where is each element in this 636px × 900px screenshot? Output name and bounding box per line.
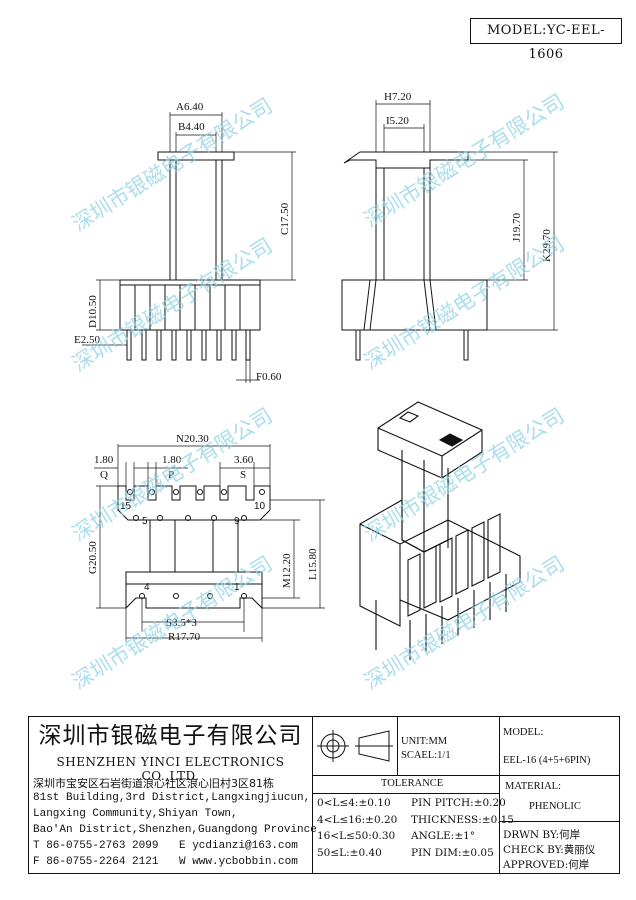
title-block: 深圳市银磁电子有限公司 SHENZHEN YINCI ELECTRONICS C…: [28, 716, 620, 874]
pin-1-label: 1: [234, 582, 240, 593]
pin-spec-row: THICKNESS:±0.15: [411, 814, 514, 826]
checked-by: CHECK BY:黄丽仪: [503, 844, 596, 856]
watermark: 深圳市银磁电子有限公司: [360, 551, 569, 694]
dim-h-label: H7.20: [384, 91, 412, 103]
watermark: 深圳市银磁电子有限公司: [360, 403, 569, 546]
dim-l-label: L15.80: [307, 548, 319, 580]
dim-g-label: G20.50: [87, 541, 99, 574]
email-address: E ycdianzi@163.com: [179, 840, 298, 852]
website: W www.ycbobbin.com: [179, 856, 298, 868]
dim-r-label: R17.70: [168, 631, 201, 643]
pin-5-label: 5: [142, 516, 148, 527]
dim-p-letter: P: [168, 469, 174, 481]
tolerance-title: TOLERANCE: [381, 778, 444, 789]
dim-f-label: F0.60: [256, 371, 282, 383]
projection-symbol-icon: [317, 730, 393, 762]
dim-q-letter: Q: [100, 469, 108, 481]
dim-e-label: E2.50: [74, 334, 100, 346]
company-name-cn: 深圳市银磁电子有限公司: [38, 723, 303, 749]
material-label: MATERIAL:: [505, 781, 561, 792]
dim-d-label: D10.50: [87, 295, 99, 328]
tolerance-row: 0<L≤4:±0.10: [317, 797, 391, 809]
address-en-line: Langxing Community,Shiyan Town,: [33, 808, 238, 820]
pin-9-label: 9: [234, 516, 240, 527]
pin-4-label: 4: [144, 582, 150, 593]
dim-a-label: A6.40: [176, 101, 204, 113]
model-label: MODEL:: [503, 727, 544, 738]
front-view: [82, 112, 296, 383]
tolerance-row: 50≤L:±0.40: [317, 847, 382, 859]
scale-label: SCAEL:1/1: [401, 750, 451, 761]
drawn-by: DRWN BY:何岸: [503, 829, 581, 841]
address-en-line: 81st Building,3rd District,Langxingjiucu…: [33, 792, 311, 804]
technical-drawing: A6.40 B4.40 C17.50 D10.50 E2.50 F0.60 H7…: [68, 89, 569, 694]
pin-15-label: 15: [120, 501, 132, 512]
material-value: PHENOLIC: [529, 801, 581, 812]
pin-spec-row: PIN PITCH:±0.20: [411, 797, 506, 809]
dim-s-top-letter: S: [240, 469, 246, 481]
watermark: 深圳市银磁电子有限公司: [360, 89, 569, 232]
pin-spec-row: PIN DIM:±0.05: [411, 847, 494, 859]
fax-number: F 86-0755-2264 2121: [33, 856, 159, 868]
dim-k-label: K29.70: [541, 229, 553, 262]
dim-n-label: N20.30: [176, 433, 209, 445]
dim-m-label: M12.20: [281, 553, 293, 588]
dim-i-label: I5.20: [386, 115, 409, 127]
dim-q-value: 1.80: [94, 454, 114, 466]
tolerance-row: 4<L≤16:±0.20: [317, 814, 398, 826]
pin-spec-row: ANGLE:±1°: [411, 830, 476, 842]
phone-number: T 86-0755-2763 2099: [33, 840, 159, 852]
dim-c-label: C17.50: [279, 202, 291, 235]
side-view: [341, 100, 558, 361]
dim-b-label: B4.40: [178, 121, 205, 133]
model-header: MODEL:YC-EEL-1606: [470, 18, 622, 62]
isometric-view: [359, 401, 521, 660]
pin-10-label: 10: [254, 501, 266, 512]
address-en-line: Bao'An District,Shenzhen,Guangdong Provi…: [33, 824, 317, 836]
unit-label: UNIT:MM: [401, 736, 448, 747]
dim-s-label: S3.5*3: [166, 617, 197, 629]
approved-by: APPROVED:何岸: [503, 859, 590, 871]
dim-p-value: 1.80: [162, 454, 182, 466]
tolerance-row: 16<L≤50:0.30: [317, 830, 396, 842]
address-cn: 深圳市宝安区石岩街道浪心社区浪心旧村3区81栋: [33, 777, 274, 790]
dim-s-top-value: 3.60: [234, 454, 254, 466]
model-value: EEL-16 (4+5+6PIN): [503, 755, 591, 766]
bottom-view: [94, 444, 325, 642]
dim-j-label: J19.70: [511, 212, 523, 242]
watermark: 深圳市银磁电子有限公司: [68, 551, 277, 694]
company-name-en: SHENZHEN YINCI ELECTRONICS CO.,LTD.: [56, 755, 285, 783]
